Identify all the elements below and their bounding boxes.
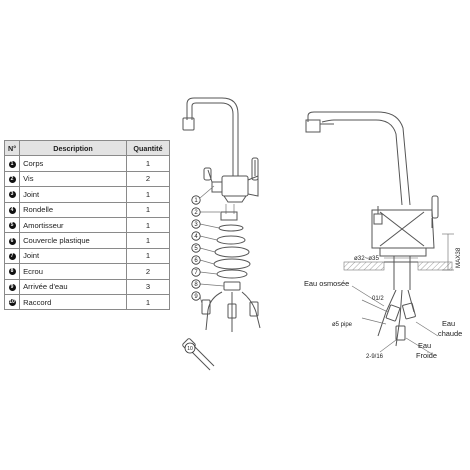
hose-left [205,291,223,331]
callout-2: 2 [191,207,201,217]
row-description: Arrivée d'eau [19,278,127,295]
callout-circle [191,243,201,253]
dim-max-label: MAX38 [455,247,462,268]
side-handle-left [373,213,383,225]
callout-circle [184,342,196,354]
header-description: Description [19,139,127,157]
row-number-badge: 1 [8,160,16,168]
counter-left [343,261,385,271]
label-thread-large: 2-9/16 [366,354,384,360]
label-eau-chaude-2: chaude [438,329,462,338]
row-quantity: 3 [126,278,170,295]
side-nozzle [305,119,321,133]
side-view: ø32~ø35 MAX38 Eau osmosée 01/2 ø5 pipe 2… [304,111,462,360]
side-spout [307,111,411,206]
callout-circle [191,255,201,265]
callout-number: 6 [194,258,198,264]
label-eau-chaude-1: Eau [442,319,455,328]
label-eau-osmosee: Eau osmosée [304,279,349,288]
row-number: 6 [3,232,21,249]
counter-right [417,261,453,271]
row-quantity: 2 [126,263,170,280]
callout-number: 10 [187,346,193,352]
exploded-body [221,175,249,197]
row-number: 10 [3,293,21,311]
callout-number: 2 [194,210,198,216]
label-thread-small: 01/2 [372,296,384,302]
row-number-badge: 5 [8,222,16,230]
side-hose-osmosis [377,289,397,337]
label-eau-froide-1: Eau [418,341,431,350]
callout-7: 7 [191,267,201,277]
row-number: 5 [3,216,21,234]
row-description: Ecrou [19,263,127,280]
callout-number: 3 [194,222,198,228]
row-number-badge: 3 [8,191,16,199]
row-number-badge: 8 [8,268,16,276]
exploded-view: 1 2 3 4 5 6 7 8 9 10 [182,97,261,371]
callout-circle [191,279,201,289]
row-number: 9 [3,278,21,295]
callout-circle [191,207,201,217]
header-num: N° [3,139,21,157]
label-pipe: ø5 pipe [332,322,353,328]
row-description: Joint [19,247,127,265]
row-number-badge: 6 [8,237,16,245]
callout-number: 1 [194,198,198,204]
callout-number: 5 [194,246,198,252]
callout-3: 3 [191,219,201,229]
label-eau-froide-2: Froide [416,351,437,360]
callout-number: 7 [194,270,198,276]
callout-number: 4 [194,234,198,240]
hose-right [241,291,261,329]
callout-circle [191,291,201,301]
dim-diameter-label: ø32~ø35 [354,255,379,262]
callout-number: 8 [194,282,198,288]
row-quantity: 1 [126,293,170,311]
row-number-badge: 7 [8,252,16,260]
callout-circle [191,195,201,205]
callout-9: 9 [191,291,201,301]
row-number: 8 [3,263,21,280]
row-number: 7 [3,247,21,265]
callout-4: 4 [191,231,201,241]
callout-6: 6 [191,255,201,265]
row-number-badge: 4 [8,206,16,214]
callout-number: 9 [194,294,198,300]
row-number-badge: 2 [8,175,16,183]
row-number-badge: 9 [8,283,16,291]
handle-left [207,169,213,183]
callout-8: 8 [191,279,201,289]
exploded-spout [186,97,239,176]
side-handle-right [431,195,439,219]
row-number-badge: 10 [8,299,16,307]
callout-circle [191,267,201,277]
side-body [371,209,435,249]
row-quantity: 1 [126,247,170,265]
exploded-callouts: 1 2 3 4 5 6 7 8 9 10 [184,195,201,354]
callout-circle [191,231,201,241]
spout-nozzle [182,117,195,131]
callout-5: 5 [191,243,201,253]
side-hose-cold [395,289,403,347]
callout-circle [191,219,201,229]
callout-10: 10 [184,342,196,354]
callout-1: 1 [191,195,201,205]
